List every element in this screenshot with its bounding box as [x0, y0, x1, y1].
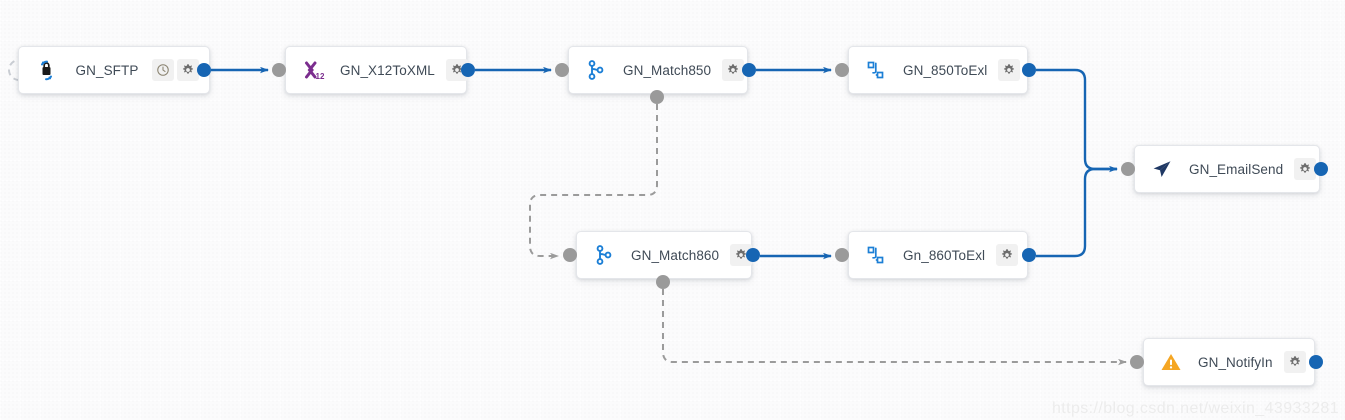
node-emailsend[interactable]: GN_EmailSend [1134, 145, 1320, 193]
output-port-x12toxml[interactable] [461, 63, 475, 77]
node-notifyin[interactable]: GN_NotifyIn [1143, 338, 1315, 386]
output-port-match850[interactable] [742, 63, 756, 77]
node-label-860toexl: Gn_860ToExl [903, 247, 986, 263]
gear-icon[interactable] [177, 59, 199, 81]
svg-text:12: 12 [316, 72, 325, 81]
transform-icon [863, 242, 889, 268]
paper-plane-icon [1149, 156, 1175, 182]
node-match860[interactable]: GN_Match860 [576, 231, 753, 279]
input-port-match860[interactable] [563, 248, 577, 262]
input-port-emailsend[interactable] [1121, 162, 1135, 176]
output-port-notifyin[interactable] [1309, 355, 1323, 369]
bottom-port-match860[interactable] [656, 275, 670, 289]
output-port-sftp[interactable] [197, 63, 211, 77]
node-860toexl[interactable]: Gn_860ToExl [848, 231, 1028, 279]
bottom-port-match850[interactable] [650, 90, 664, 104]
node-label-850toexl: GN_850ToExl [903, 62, 988, 78]
edge-860toexl-to-emailsend [1036, 167, 1117, 258]
gear-icon[interactable] [722, 59, 745, 81]
input-port-notifyin[interactable] [1130, 355, 1144, 369]
transform-icon [863, 57, 889, 83]
node-label-match850: GN_Match850 [623, 62, 712, 78]
node-match850[interactable]: GN_Match850 [568, 46, 748, 94]
input-port-850toexl[interactable] [835, 63, 849, 77]
watermark-text: https://blog.csdn.net/weixin_43933281 [1052, 400, 1339, 417]
clock-icon[interactable] [152, 59, 174, 81]
node-label-sftp: GN_SFTP [75, 62, 139, 78]
output-port-emailsend[interactable] [1314, 162, 1328, 176]
node-x12toxml[interactable]: 12 GN_X12ToXML [285, 46, 468, 94]
match-branch-icon [591, 242, 617, 268]
output-port-850toexl[interactable] [1022, 63, 1036, 77]
gear-icon[interactable] [1283, 351, 1306, 373]
node-label-emailsend: GN_EmailSend [1189, 161, 1284, 177]
node-label-notifyin: GN_NotifyIn [1198, 354, 1273, 370]
input-port-match850[interactable] [555, 63, 569, 77]
edge-match860-to-notifyin [662, 289, 1127, 366]
warning-triangle-icon [1158, 349, 1184, 375]
node-850toexl[interactable]: GN_850ToExl [848, 46, 1028, 94]
edge-850toexl-to-emailsend [1036, 68, 1118, 173]
output-port-match860[interactable] [746, 248, 760, 262]
x12-icon: 12 [300, 57, 326, 83]
sftp-lock-icon [33, 57, 59, 83]
gear-icon[interactable] [996, 244, 1019, 266]
node-label-x12toxml: GN_X12ToXML [340, 62, 435, 78]
node-label-match860: GN_Match860 [631, 247, 720, 263]
match-branch-icon [583, 57, 609, 83]
output-port-860toexl[interactable] [1022, 248, 1036, 262]
input-port-860toexl[interactable] [835, 248, 849, 262]
gear-icon[interactable] [1294, 158, 1317, 180]
node-sftp[interactable]: GN_SFTP [18, 46, 210, 94]
input-port-x12toxml[interactable] [272, 63, 286, 77]
gear-icon[interactable] [998, 59, 1021, 81]
